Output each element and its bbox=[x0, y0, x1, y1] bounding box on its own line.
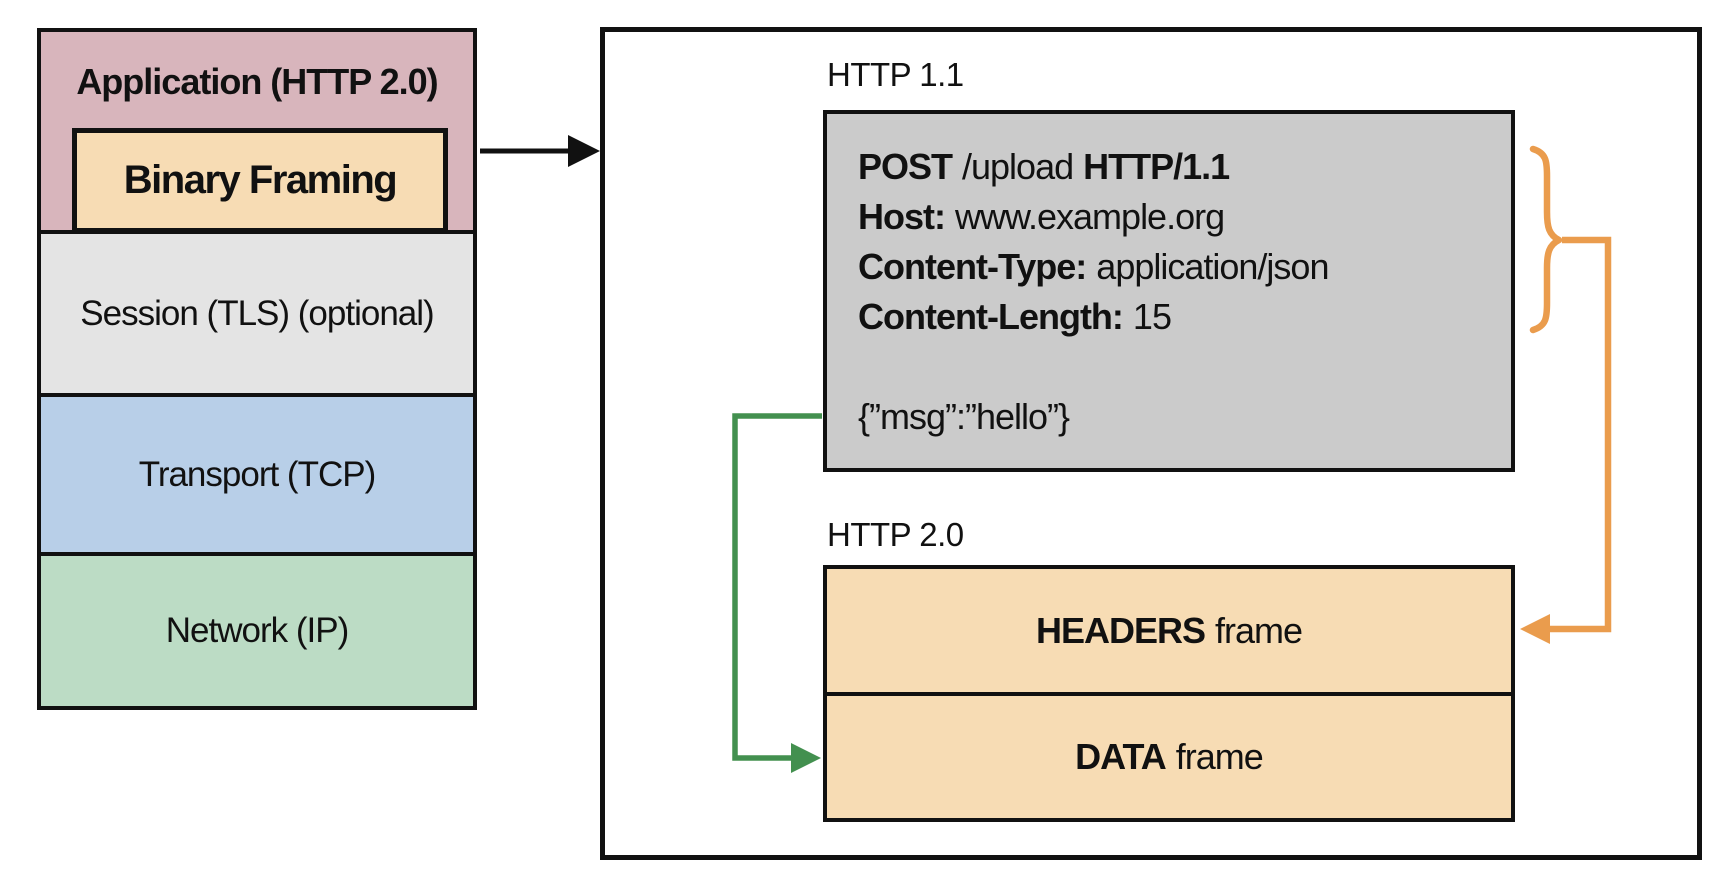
header-value: www.example.org bbox=[955, 196, 1225, 237]
layer-network: Network (IP) bbox=[37, 552, 477, 710]
layer-session-label: Session (TLS) (optional) bbox=[80, 293, 434, 333]
header-line-host: Host:www.example.org bbox=[858, 192, 1491, 242]
http11-section-label: HTTP 1.1 bbox=[827, 56, 964, 93]
header-name: Host: bbox=[858, 196, 946, 237]
request-blank-line bbox=[858, 342, 1491, 392]
layer-transport: Transport (TCP) bbox=[37, 393, 477, 556]
stack-to-detail-arrow bbox=[480, 135, 600, 167]
layer-network-label: Network (IP) bbox=[165, 611, 349, 650]
request-method: POST bbox=[858, 146, 953, 187]
layer-session: Session (TLS) (optional) bbox=[37, 230, 477, 397]
data-frame-name: DATA bbox=[1075, 736, 1167, 777]
request-path: /upload bbox=[962, 146, 1074, 187]
header-name: Content-Type: bbox=[858, 246, 1087, 287]
data-frame-suffix: frame bbox=[1175, 736, 1264, 777]
layer-transport-label: Transport (TCP) bbox=[138, 454, 377, 494]
http2-section-label: HTTP 2.0 bbox=[827, 516, 964, 553]
request-version: HTTP/1.1 bbox=[1083, 146, 1230, 187]
header-line-content-type: Content-Type:application/json bbox=[858, 242, 1491, 292]
layer-binary-framing-label: Binary Framing bbox=[123, 158, 398, 202]
header-value: 15 bbox=[1132, 296, 1172, 337]
headers-frame-name: HEADERS bbox=[1035, 609, 1206, 651]
header-value: application/json bbox=[1096, 246, 1329, 287]
layer-binary-framing: Binary Framing bbox=[72, 128, 448, 233]
layer-application-label: Application (HTTP 2.0) bbox=[76, 61, 438, 102]
header-name: Content-Length: bbox=[858, 296, 1124, 337]
request-body: {”msg”:”hello”} bbox=[858, 396, 1070, 437]
header-line-content-length: Content-Length:15 bbox=[858, 292, 1491, 342]
headers-frame-suffix: frame bbox=[1215, 609, 1303, 651]
